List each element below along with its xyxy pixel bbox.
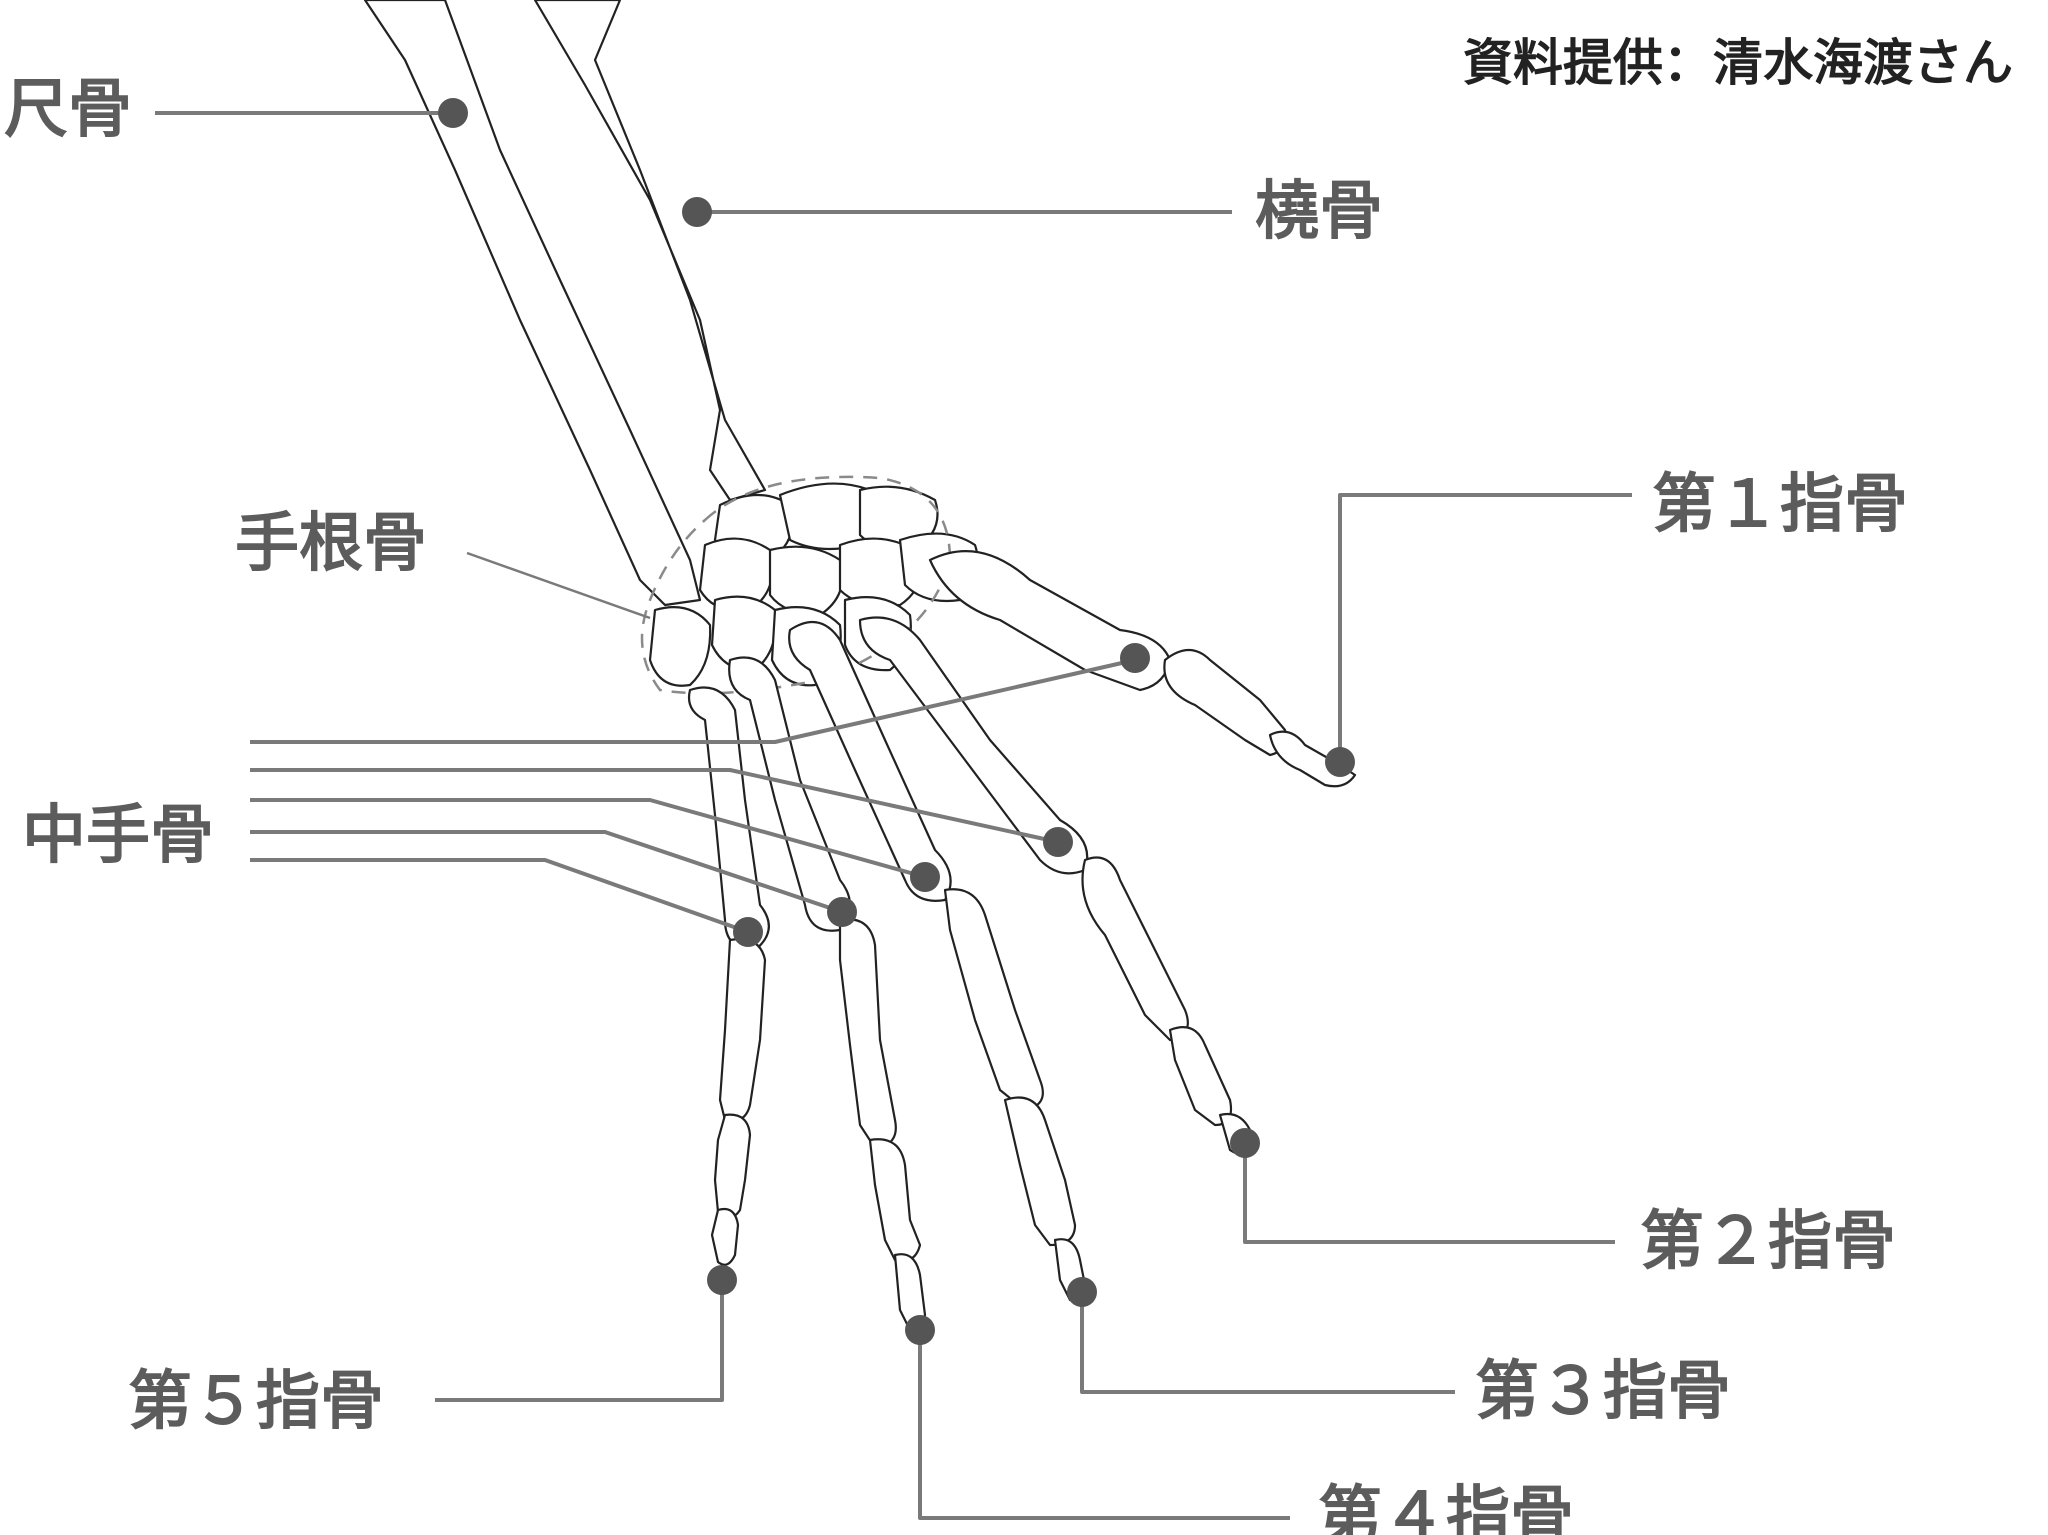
thumb-proximal-phalanx [1163, 648, 1288, 757]
carpal-group-outline [640, 475, 952, 695]
leader-metacarpal-2 [250, 768, 1059, 844]
leader-phalanx5 [435, 1282, 724, 1402]
ulna-bone [363, 0, 702, 607]
dot-phalanx3 [1067, 1277, 1097, 1307]
label-phalanx-4: 第４指骨 [1318, 1480, 1574, 1535]
finger-2-bones [1081, 856, 1257, 1157]
dot-metacarpal-1 [1120, 643, 1150, 673]
leader-phalanx3 [1080, 1292, 1455, 1394]
finger-4-bones [838, 918, 927, 1332]
dot-metacarpal-4 [827, 897, 857, 927]
dot-metacarpal-5 [733, 917, 763, 947]
credit-text: 資料提供：清水海渡さん [1463, 33, 2013, 92]
dot-phalanx2 [1230, 1128, 1260, 1158]
label-carpals: 手根骨 [235, 507, 427, 581]
dot-phalanx1 [1325, 747, 1355, 777]
forearm-bones [363, 0, 767, 607]
carpal-bone [648, 606, 712, 687]
label-phalanx-3: 第３指骨 [1475, 1355, 1731, 1429]
dot-phalanx5 [707, 1265, 737, 1295]
leader-carpals [466, 551, 651, 620]
metacarpal-3 [788, 620, 952, 902]
dot-ulna [438, 98, 468, 128]
label-phalanx-5: 第５指骨 [128, 1365, 384, 1439]
leader-phalanx2 [1243, 1145, 1615, 1244]
carpal-bone [768, 545, 844, 617]
leader-lines [155, 98, 1632, 1520]
leader-phalanx4 [918, 1330, 1290, 1520]
leader-metacarpal-4 [250, 830, 843, 914]
dot-radius [682, 197, 712, 227]
leader-phalanx1 [1338, 493, 1632, 760]
finger-5-bones [710, 938, 767, 1266]
dot-phalanx4 [905, 1315, 935, 1345]
finger-3-bones [943, 888, 1087, 1302]
label-ulna: 尺骨 [4, 73, 132, 147]
label-metacarpals: 中手骨 [22, 799, 214, 873]
leader-metacarpal-5 [250, 858, 749, 934]
dot-metacarpal-3 [910, 862, 940, 892]
label-phalanx-2: 第２指骨 [1640, 1205, 1896, 1279]
leader-metacarpal-1 [250, 658, 1136, 744]
label-phalanx-1: 第１指骨 [1652, 468, 1908, 542]
dot-metacarpal-2 [1043, 827, 1073, 857]
leader-metacarpal-3 [250, 798, 926, 879]
label-radius: 橈骨 [1255, 175, 1383, 249]
